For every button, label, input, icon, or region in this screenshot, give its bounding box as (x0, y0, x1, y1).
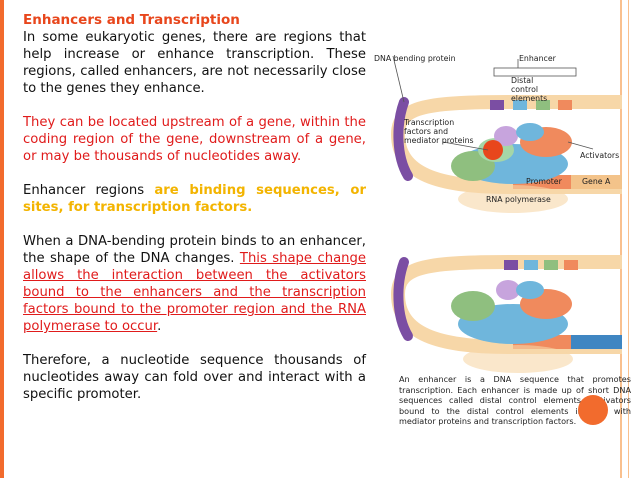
enhancer-segment-4 (558, 100, 572, 110)
right-accent-line-outer (628, 0, 629, 478)
dna-bending-protein-a (393, 97, 413, 181)
tf-pointer (442, 141, 489, 151)
enhancer-b-segment-4 (564, 260, 578, 270)
paragraph-binding-sites: Enhancer regions are binding sequences, … (23, 182, 366, 216)
activator-a2 (483, 140, 503, 160)
enhancer-segment-2 (513, 100, 527, 110)
slide-heading: Enhancers and Transcription (23, 12, 240, 28)
right-accent-line (620, 0, 622, 478)
enhancer-bracket (493, 67, 577, 77)
enhancer-segment-1 (490, 100, 504, 110)
activators-pointer (567, 141, 594, 150)
dna-bending-pointer (392, 55, 405, 103)
label-distal-control-elements: Distal control elements (511, 76, 548, 103)
label-promoter: Promoter (526, 177, 562, 186)
label-dna-bending-protein: DNA bending protein (374, 54, 456, 63)
enhancer-diagram-svg (390, 55, 622, 373)
enhancer-diagram: DNA bending protein Enhancer Distal cont… (368, 44, 622, 424)
decorative-orange-dot (578, 395, 608, 425)
mediator-protein-a (494, 126, 518, 146)
figure-caption: An enhancer is a DNA sequence that promo… (399, 374, 631, 426)
dna-bending-protein-b (393, 257, 413, 341)
left-accent-bar (0, 0, 4, 478)
rna-polymerase-shadow-a (458, 185, 568, 213)
binding-sites-lead: Enhancer regions (23, 183, 155, 198)
transcription-factor-b1 (451, 291, 495, 321)
enhancer-segment-3 (536, 100, 550, 110)
text-column: Enhancers and Transcription In some euka… (23, 12, 366, 420)
activator-b2 (516, 281, 544, 299)
label-enhancer: Enhancer (519, 54, 556, 63)
dna-bending-tail: . (157, 319, 162, 334)
label-transcription-factors: Transcription factors and mediator prote… (404, 118, 474, 145)
label-gene-a: Gene A (582, 177, 611, 186)
activator-a3 (516, 123, 544, 141)
paragraph-dna-bending: When a DNA-bending protein binds to an e… (23, 233, 366, 335)
binding-sites-highlight: are binding sequences, or sites, for tra… (23, 183, 366, 215)
enhancer-b-segment-3 (544, 260, 558, 270)
paragraph-enhancer-locations: They can be located upstream of a gene, … (23, 115, 366, 164)
dna-bending-underlined: This shape change allows the interaction… (23, 251, 366, 334)
paragraph-enhancers-intro: In some eukaryotic genes, there are regi… (23, 30, 366, 96)
paragraph-conclusion: Therefore, a nucleotide sequence thousan… (23, 353, 366, 402)
gene-a-region (571, 175, 622, 189)
enhancer-b-segment-1 (504, 260, 518, 270)
rna-polymerase-shadow-b (463, 345, 573, 373)
enhancer-b-segment-2 (524, 260, 538, 270)
label-activators: Activators (580, 151, 620, 160)
dna-bending-lead: When a DNA-bending protein binds to an e… (23, 234, 366, 266)
label-gene-b: Gene B (584, 323, 613, 332)
label-rna-polymerase: RNA polymerase (486, 195, 551, 204)
mediator-protein-b (496, 280, 520, 300)
gene-b-region (571, 335, 622, 349)
